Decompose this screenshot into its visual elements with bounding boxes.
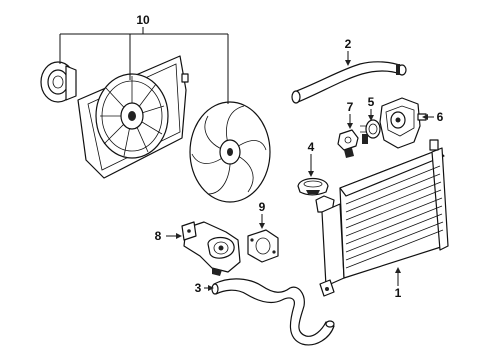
callout-label-5: 5: [368, 95, 375, 109]
lower-hose: [211, 278, 335, 346]
callout-label-1: 1: [395, 286, 402, 300]
fan-blade: [189, 101, 271, 203]
callout-6: 6: [422, 110, 444, 124]
callout-2: 2: [345, 37, 352, 66]
callout-8: 8: [155, 229, 182, 243]
callout-label-7: 7: [347, 100, 354, 114]
fan-shroud: [77, 55, 189, 179]
fan-motor: [40, 61, 77, 103]
temperature-sensor: [337, 129, 359, 158]
callout-10: 10: [59, 13, 229, 104]
callout-label-6: 6: [437, 110, 444, 124]
thermostat-housing: [379, 97, 427, 149]
callout-label-3: 3: [195, 281, 202, 295]
callout-label-10: 10: [136, 13, 150, 27]
thermostat: [360, 119, 381, 144]
callout-label-4: 4: [308, 140, 315, 154]
water-pump-gasket: [247, 229, 279, 263]
callout-label-9: 9: [259, 200, 266, 214]
callout-1: 1: [395, 267, 402, 300]
radiator-cap: [297, 177, 329, 196]
callout-3: 3: [195, 281, 214, 295]
radiator: [315, 139, 449, 297]
callout-label-8: 8: [155, 229, 162, 243]
callout-9: 9: [259, 200, 266, 229]
callout-4: 4: [308, 140, 315, 177]
water-pump: [181, 221, 241, 276]
upper-hose: [291, 61, 407, 104]
callout-5: 5: [368, 95, 375, 121]
callout-label-2: 2: [345, 37, 352, 51]
callout-7: 7: [347, 100, 354, 129]
